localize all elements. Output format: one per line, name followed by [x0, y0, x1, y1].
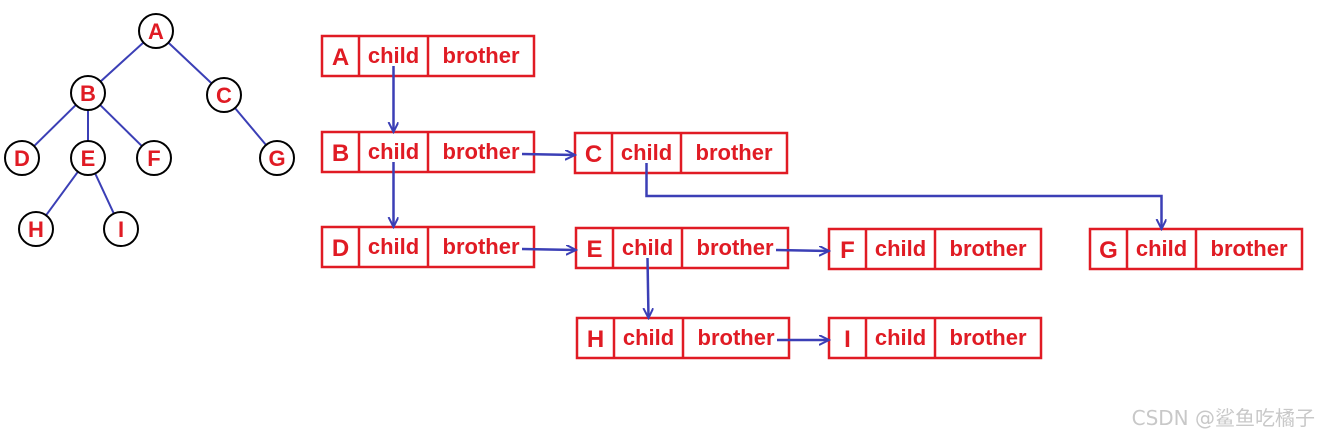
tree-node-label: D [14, 146, 30, 171]
tree-edge-a-c [167, 41, 213, 85]
tree-node-circle [103, 211, 139, 247]
node-label: G [1099, 237, 1118, 264]
tree-node-f: F [136, 140, 172, 176]
tree-node-label: I [118, 217, 124, 242]
node-label: I [844, 326, 851, 353]
node-brother-field: brother [950, 236, 1027, 261]
brother-pointer-e-to-f [775, 250, 829, 251]
tree-node-circle [138, 13, 174, 49]
node-label: E [586, 236, 602, 263]
tree-node-b: B [70, 75, 106, 111]
tree-node-circle [136, 140, 172, 176]
watermark: CSDN @鲨鱼吃橘子 [1132, 406, 1315, 430]
node-child-field: child [622, 235, 673, 260]
tree-node-circle [4, 140, 40, 176]
node-child-field: child [1136, 236, 1187, 261]
node-brother-field: brother [443, 234, 520, 259]
tree-edge-c-g [234, 107, 267, 146]
node-child-field: child [368, 43, 419, 68]
tree-node-label: A [148, 19, 164, 44]
pointer-arrows [394, 66, 1162, 340]
tree-edge-b-d [33, 104, 77, 147]
tree-node-g: G [259, 140, 295, 176]
tree-node-label: H [28, 217, 44, 242]
tree-node-a: A [138, 13, 174, 49]
tree-edge-e-i [94, 172, 115, 215]
child-pointer-e-to-h [648, 257, 649, 318]
node-brother-field: brother [950, 325, 1027, 350]
node-brother-field: brother [698, 325, 775, 350]
node-label: B [332, 140, 349, 167]
tree-node-e: E [70, 140, 106, 176]
tree-node-label: F [147, 146, 160, 171]
node-label: F [840, 237, 855, 264]
node-brother-field: brother [697, 235, 774, 260]
brother-pointer-d-to-e [521, 249, 576, 250]
node-label: A [332, 44, 349, 71]
tree-node-label: G [268, 146, 285, 171]
node-child-field: child [368, 234, 419, 259]
node-child-field: child [368, 139, 419, 164]
tree-node-circle [18, 211, 54, 247]
node-child-field: child [875, 325, 926, 350]
node-label: C [585, 141, 602, 168]
node-child-field: child [623, 325, 674, 350]
tree-edge-e-h [45, 171, 79, 216]
tree-edge-a-b [99, 41, 145, 83]
tree-node-circle [206, 77, 242, 113]
node-label: D [332, 235, 349, 262]
tree-node-circle [259, 140, 295, 176]
node-brother-field: brother [696, 140, 773, 165]
node-child-field: child [875, 236, 926, 261]
tree-node-circle [70, 75, 106, 111]
tree-node-d: D [4, 140, 40, 176]
binary-tree: A B C D E F G H I [4, 13, 295, 247]
node-brother-field: brother [1211, 236, 1288, 261]
node-brother-field: brother [443, 43, 520, 68]
tree-node-i: I [103, 211, 139, 247]
node-label: H [587, 326, 604, 353]
tree-node-circle [70, 140, 106, 176]
tree-node-label: B [80, 81, 96, 106]
node-brother-field: brother [443, 139, 520, 164]
child-pointer-c-to-g [645, 163, 1162, 229]
tree-edge-b-f [99, 104, 143, 147]
brother-pointer-b-to-c [521, 154, 575, 155]
tree-node-c: C [206, 77, 242, 113]
tree-node-label: E [81, 146, 96, 171]
tree-node-label: C [216, 83, 232, 108]
node-child-field: child [621, 140, 672, 165]
tree-node-h: H [18, 211, 54, 247]
